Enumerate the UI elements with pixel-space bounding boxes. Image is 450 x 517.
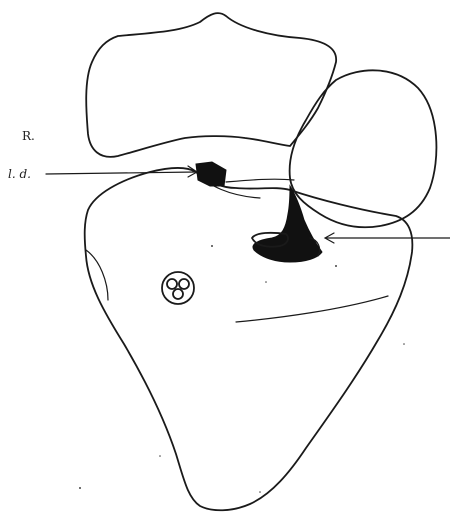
speck-1 — [211, 245, 213, 247]
foramen-inner-1 — [167, 279, 177, 289]
speck-4 — [403, 343, 405, 345]
side-marker-label: R. — [22, 129, 35, 143]
ld-leader-line — [46, 172, 196, 174]
lower-bone-outline — [85, 168, 413, 510]
speck-3 — [265, 281, 267, 283]
speck-6 — [159, 455, 161, 457]
ligament-label: l. d. — [8, 167, 31, 181]
ligament-block — [196, 162, 226, 186]
speck-7 — [259, 491, 261, 493]
joint-line — [226, 179, 294, 182]
foramen-inner-3 — [173, 289, 183, 299]
rounded-bone-outline — [290, 70, 437, 227]
speck-2 — [335, 265, 337, 267]
speck-5 — [79, 487, 81, 489]
foramen-inner-2 — [179, 279, 189, 289]
lower-bone-inner-curve-right — [236, 296, 388, 322]
